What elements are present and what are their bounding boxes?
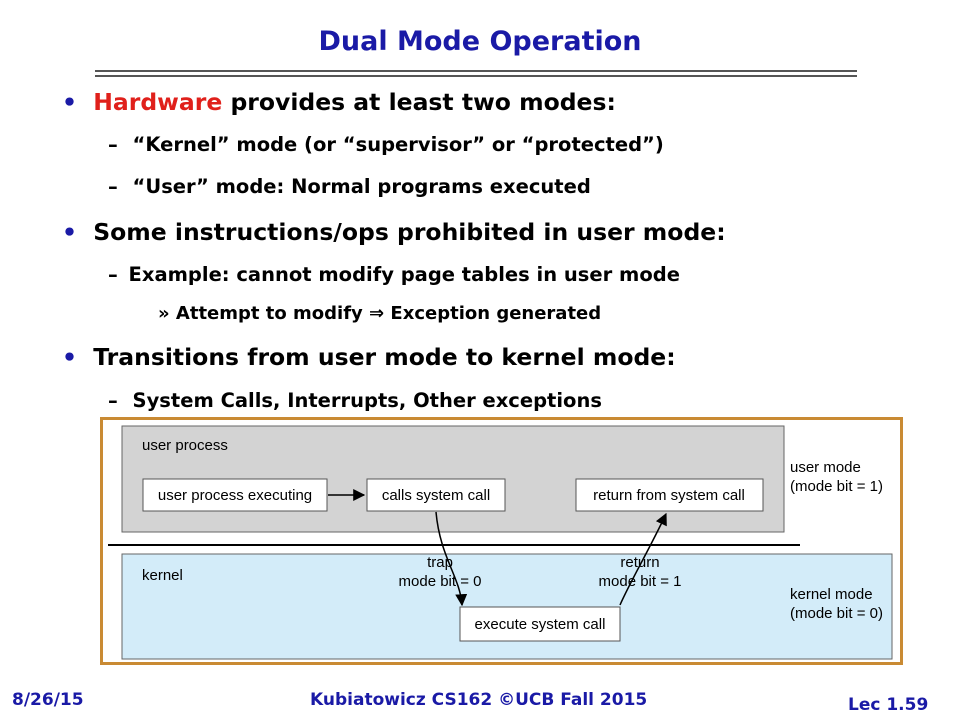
return-label: return (620, 554, 659, 571)
title-rule-top (95, 70, 857, 72)
box-calls-system-call-label: calls system call (382, 487, 490, 504)
bullet-marker: • (62, 88, 78, 116)
slide-title: Dual Mode Operation (318, 26, 642, 57)
footer-lecture: Lec 1.59 (848, 695, 929, 715)
box-execute-system-call (459, 606, 621, 642)
raquo-marker: » (158, 303, 170, 324)
bullet-marker: • (62, 343, 78, 371)
arrow-return (619, 512, 667, 606)
sub-sub-bullet-text: Attempt to modify (175, 303, 363, 324)
kernel-mode-bit-label: (mode bit = 0) (790, 605, 883, 622)
bullet-marker: • (62, 218, 78, 246)
bullet-text: provides at least two modes: (222, 88, 616, 116)
arrow-trap (435, 511, 468, 607)
box-execute-system-call-label: execute system call (475, 616, 606, 633)
title-rule-bottom (95, 75, 857, 77)
sub-bullet-system-calls: – System Calls, Interrupts, Other except… (108, 389, 602, 412)
sub-bullet-text: “Kernel” mode (or “supervisor” or “prote… (132, 133, 664, 156)
bullet-hardware: • Hardware provides at least two modes: (62, 88, 616, 116)
sub-bullet-text: “User” mode: Normal programs executed (132, 175, 591, 198)
sub-bullet-text: Example: cannot modify page tables in us… (128, 263, 680, 286)
dash-marker: – (108, 133, 118, 156)
user-process-label: user process (142, 437, 228, 454)
sub-sub-bullet-text: Exception generated (390, 303, 602, 324)
sub-bullet-example: – Example: cannot modify page tables in … (108, 263, 680, 286)
box-return-from-system-call (575, 478, 764, 512)
sub-bullet-text: System Calls, Interrupts, Other exceptio… (132, 389, 602, 412)
sub-bullet-user-mode: – “User” mode: Normal programs executed (108, 175, 591, 198)
bullet-text: Transitions from user mode to kernel mod… (93, 343, 676, 371)
box-user-process-executing-label: user process executing (158, 487, 312, 504)
kernel-label: kernel (142, 567, 183, 584)
trap-label: trap (427, 554, 453, 571)
implies-arrow-icon: ⇒ (369, 303, 385, 324)
trap-mode-bit-label: mode bit = 0 (399, 573, 482, 590)
footer-course: Kubiatowicz CS162 ©UCB Fall 2015 (310, 690, 648, 710)
sub-sub-bullet-attempt: » Attempt to modify ⇒ Exception generate… (158, 303, 601, 324)
sub-bullet-kernel-mode: – “Kernel” mode (or “supervisor” or “pro… (108, 133, 664, 156)
bullet-text: Some instructions/ops prohibited in user… (93, 218, 726, 246)
bullet-transitions: • Transitions from user mode to kernel m… (62, 343, 676, 371)
dash-marker: – (108, 263, 118, 286)
user-mode-label: user mode (790, 459, 861, 476)
box-calls-system-call (366, 478, 506, 512)
dash-marker: – (108, 175, 118, 198)
user-mode-bit-label: (mode bit = 1) (790, 478, 883, 495)
kernel-mode-label: kernel mode (790, 586, 873, 603)
dash-marker: – (108, 389, 118, 412)
box-user-process-executing (142, 478, 328, 512)
hardware-highlight: Hardware (93, 88, 223, 116)
mode-transition-diagram: user process kernel user process executi… (100, 417, 903, 665)
box-return-from-system-call-label: return from system call (593, 487, 745, 504)
return-mode-bit-label: mode bit = 1 (599, 573, 682, 590)
bullet-prohibited-ops: • Some instructions/ops prohibited in us… (62, 218, 726, 246)
footer-date: 8/26/15 (12, 690, 84, 710)
